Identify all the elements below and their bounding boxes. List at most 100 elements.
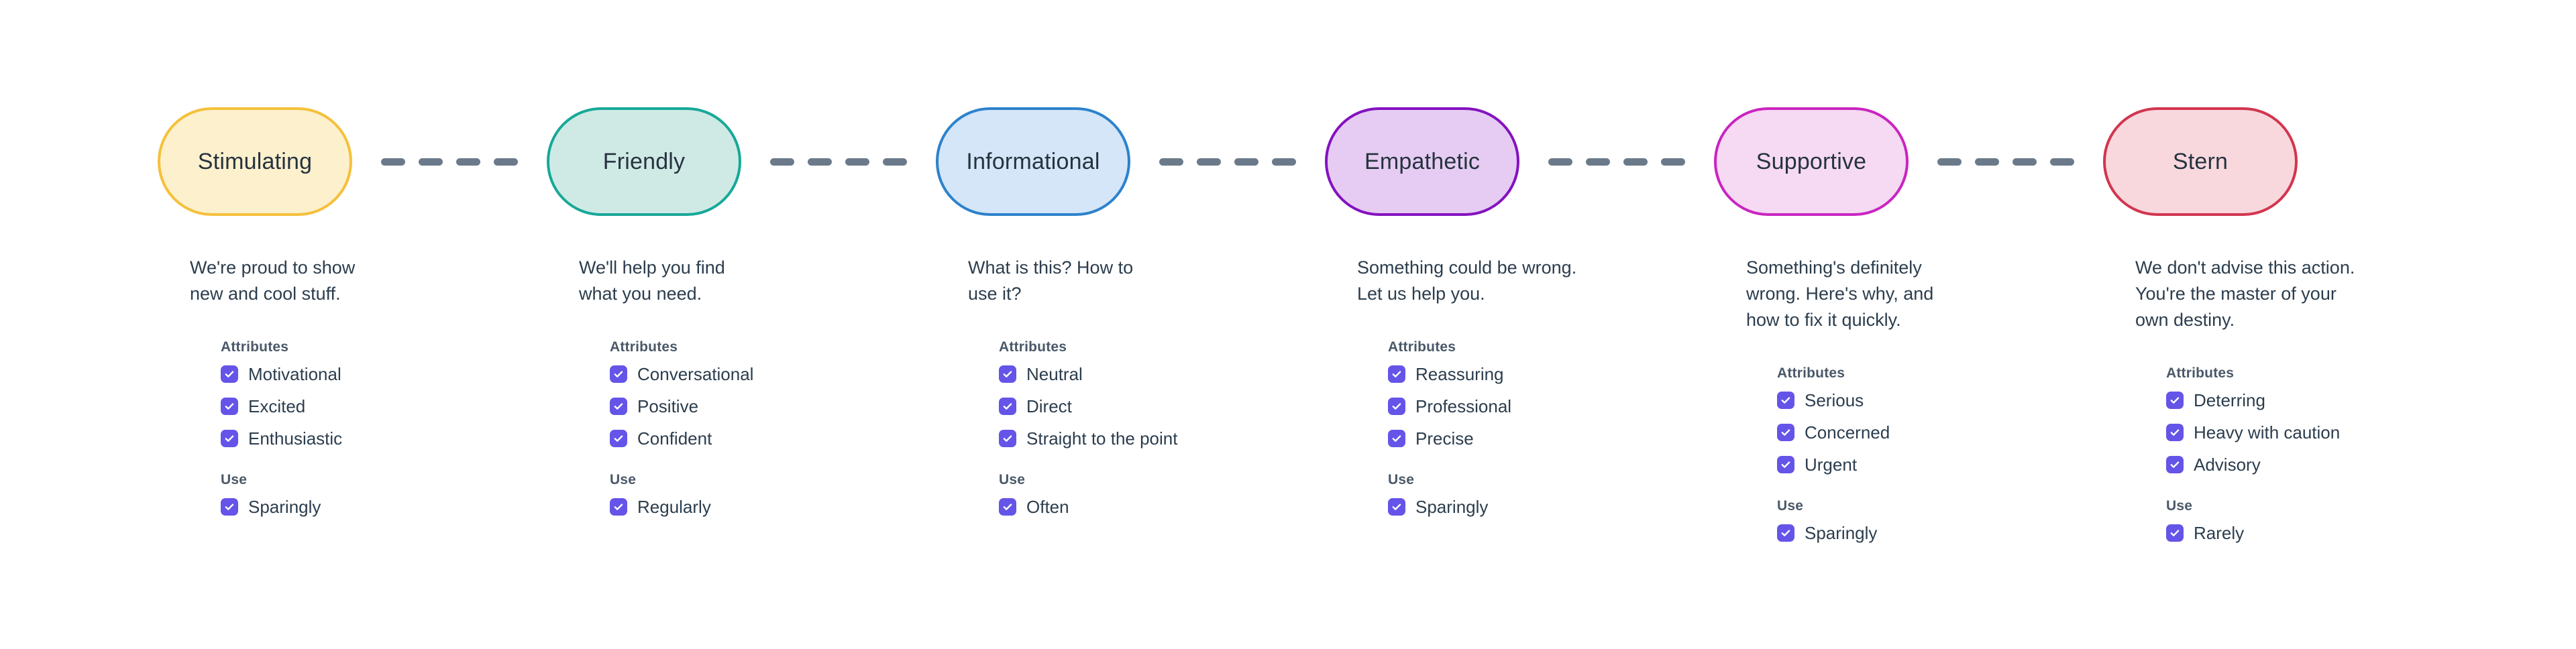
checkbox-label: Regularly xyxy=(637,496,711,517)
checkbox-row[interactable]: Deterring xyxy=(2166,389,2524,411)
tone-column-supportive: Something's definitely wrong. Here's why… xyxy=(1746,255,2135,544)
tone-pill-empathetic[interactable]: Empathetic xyxy=(1325,107,1519,216)
checkbox-label: Enthusiastic xyxy=(248,428,343,449)
checkbox-row[interactable]: Often xyxy=(999,495,1357,518)
checkbox-row[interactable]: Rarely xyxy=(2166,522,2524,544)
dashed-connector xyxy=(1909,107,2103,216)
use-heading: Use xyxy=(2166,498,2193,514)
tone-description: Something could be wrong. Let us help yo… xyxy=(1357,257,1577,304)
checkmark-icon[interactable] xyxy=(999,497,1016,516)
checkmark-icon[interactable] xyxy=(610,497,627,516)
tone-pill-cell: Stern xyxy=(2103,107,2298,216)
tone-description: We don't advise this action. You're the … xyxy=(2135,257,2355,330)
checkmark-icon[interactable] xyxy=(221,497,238,516)
tone-pill-friendly[interactable]: Friendly xyxy=(547,107,741,216)
checkbox-row[interactable]: Professional xyxy=(1388,395,1746,417)
checkmark-icon[interactable] xyxy=(1777,455,1794,473)
checkmark-icon[interactable] xyxy=(1388,397,1405,415)
checkmark-icon[interactable] xyxy=(1388,429,1405,447)
checkmark-icon[interactable] xyxy=(221,365,238,383)
checkbox-row[interactable]: Motivational xyxy=(221,363,579,385)
checkbox-label: Heavy with caution xyxy=(2194,422,2341,442)
connector-dash xyxy=(1623,158,1648,166)
checkbox-row[interactable]: Neutral xyxy=(999,363,1357,385)
checkbox-row[interactable]: Heavy with caution xyxy=(2166,421,2524,443)
checkbox-row[interactable]: Direct xyxy=(999,395,1357,417)
connector-dash xyxy=(2012,158,2037,166)
connector-dash xyxy=(381,158,405,166)
checkbox-row[interactable]: Advisory xyxy=(2166,453,2524,475)
checkmark-icon[interactable] xyxy=(221,429,238,447)
checkbox-row[interactable]: Serious xyxy=(1777,389,2135,411)
checkmark-icon[interactable] xyxy=(1777,391,1794,409)
checkmark-icon[interactable] xyxy=(999,365,1016,383)
attributes-heading: Attributes xyxy=(2166,365,2235,381)
checkbox-label: Precise xyxy=(1415,428,1474,449)
connector-dash xyxy=(419,158,443,166)
checkbox-row[interactable]: Straight to the point xyxy=(999,427,1357,449)
checkmark-icon[interactable] xyxy=(2166,391,2184,409)
checkmark-icon[interactable] xyxy=(1777,423,1794,441)
checkbox-row[interactable]: Regularly xyxy=(610,495,968,518)
tone-pill-label: Supportive xyxy=(1756,149,1867,174)
connector-dash xyxy=(845,158,869,166)
use-heading: Use xyxy=(1388,472,1415,487)
checkbox-row[interactable]: Precise xyxy=(1388,427,1746,449)
checkbox-row[interactable]: Enthusiastic xyxy=(221,427,579,449)
tone-pill-stimulating[interactable]: Stimulating xyxy=(158,107,352,216)
tone-pill-cell: Friendly xyxy=(547,107,936,216)
tone-pill-cell: Stimulating xyxy=(158,107,547,216)
tone-pill-cell: Informational xyxy=(936,107,1325,216)
checkbox-row[interactable]: Reassuring xyxy=(1388,363,1746,385)
checkmark-icon[interactable] xyxy=(1388,365,1405,383)
checkbox-row[interactable]: Conversational xyxy=(610,363,968,385)
checkbox-row[interactable]: Sparingly xyxy=(1777,522,2135,544)
tone-pill-label: Stern xyxy=(2172,149,2229,174)
checkbox-row[interactable]: Sparingly xyxy=(221,495,579,518)
checkbox-label: Advisory xyxy=(2194,454,2261,475)
checkbox-row[interactable]: Urgent xyxy=(1777,453,2135,475)
checkbox-label: Sparingly xyxy=(1415,496,1489,517)
use-heading: Use xyxy=(221,472,248,487)
checkmark-icon[interactable] xyxy=(221,397,238,415)
checkbox-row[interactable]: Excited xyxy=(221,395,579,417)
checkmark-icon[interactable] xyxy=(610,365,627,383)
tone-pill-supportive[interactable]: Supportive xyxy=(1714,107,1909,216)
checkmark-icon[interactable] xyxy=(2166,455,2184,473)
checkbox-label: Motivational xyxy=(248,363,341,384)
checkbox-row[interactable]: Confident xyxy=(610,427,968,449)
tone-pill-informational[interactable]: Informational xyxy=(936,107,1130,216)
checkmark-icon[interactable] xyxy=(1388,497,1405,516)
checkmark-icon[interactable] xyxy=(1777,524,1794,542)
checkbox-label: Conversational xyxy=(637,363,754,384)
tone-pill-stern[interactable]: Stern xyxy=(2103,107,2298,216)
dashed-connector xyxy=(1130,107,1325,216)
checkmark-icon[interactable] xyxy=(999,429,1016,447)
checkbox-label: Neutral xyxy=(1026,363,1083,384)
checkbox-label: Rarely xyxy=(2194,522,2245,543)
checkbox-label: Sparingly xyxy=(248,496,321,517)
checkbox-row[interactable]: Sparingly xyxy=(1388,495,1746,518)
tone-pill-label: Stimulating xyxy=(197,149,313,174)
connector-dash xyxy=(1234,158,1258,166)
tone-detail-columns: We're proud to show new and cool stuff.A… xyxy=(190,255,2471,544)
checkmark-icon[interactable] xyxy=(610,397,627,415)
checkbox-row[interactable]: Positive xyxy=(610,395,968,417)
attributes-heading: Attributes xyxy=(221,339,289,355)
checkmark-icon[interactable] xyxy=(999,397,1016,415)
checkmark-icon[interactable] xyxy=(2166,423,2184,441)
checkbox-row[interactable]: Concerned xyxy=(1777,421,2135,443)
checkmark-icon[interactable] xyxy=(2166,524,2184,542)
checkmark-icon[interactable] xyxy=(610,429,627,447)
